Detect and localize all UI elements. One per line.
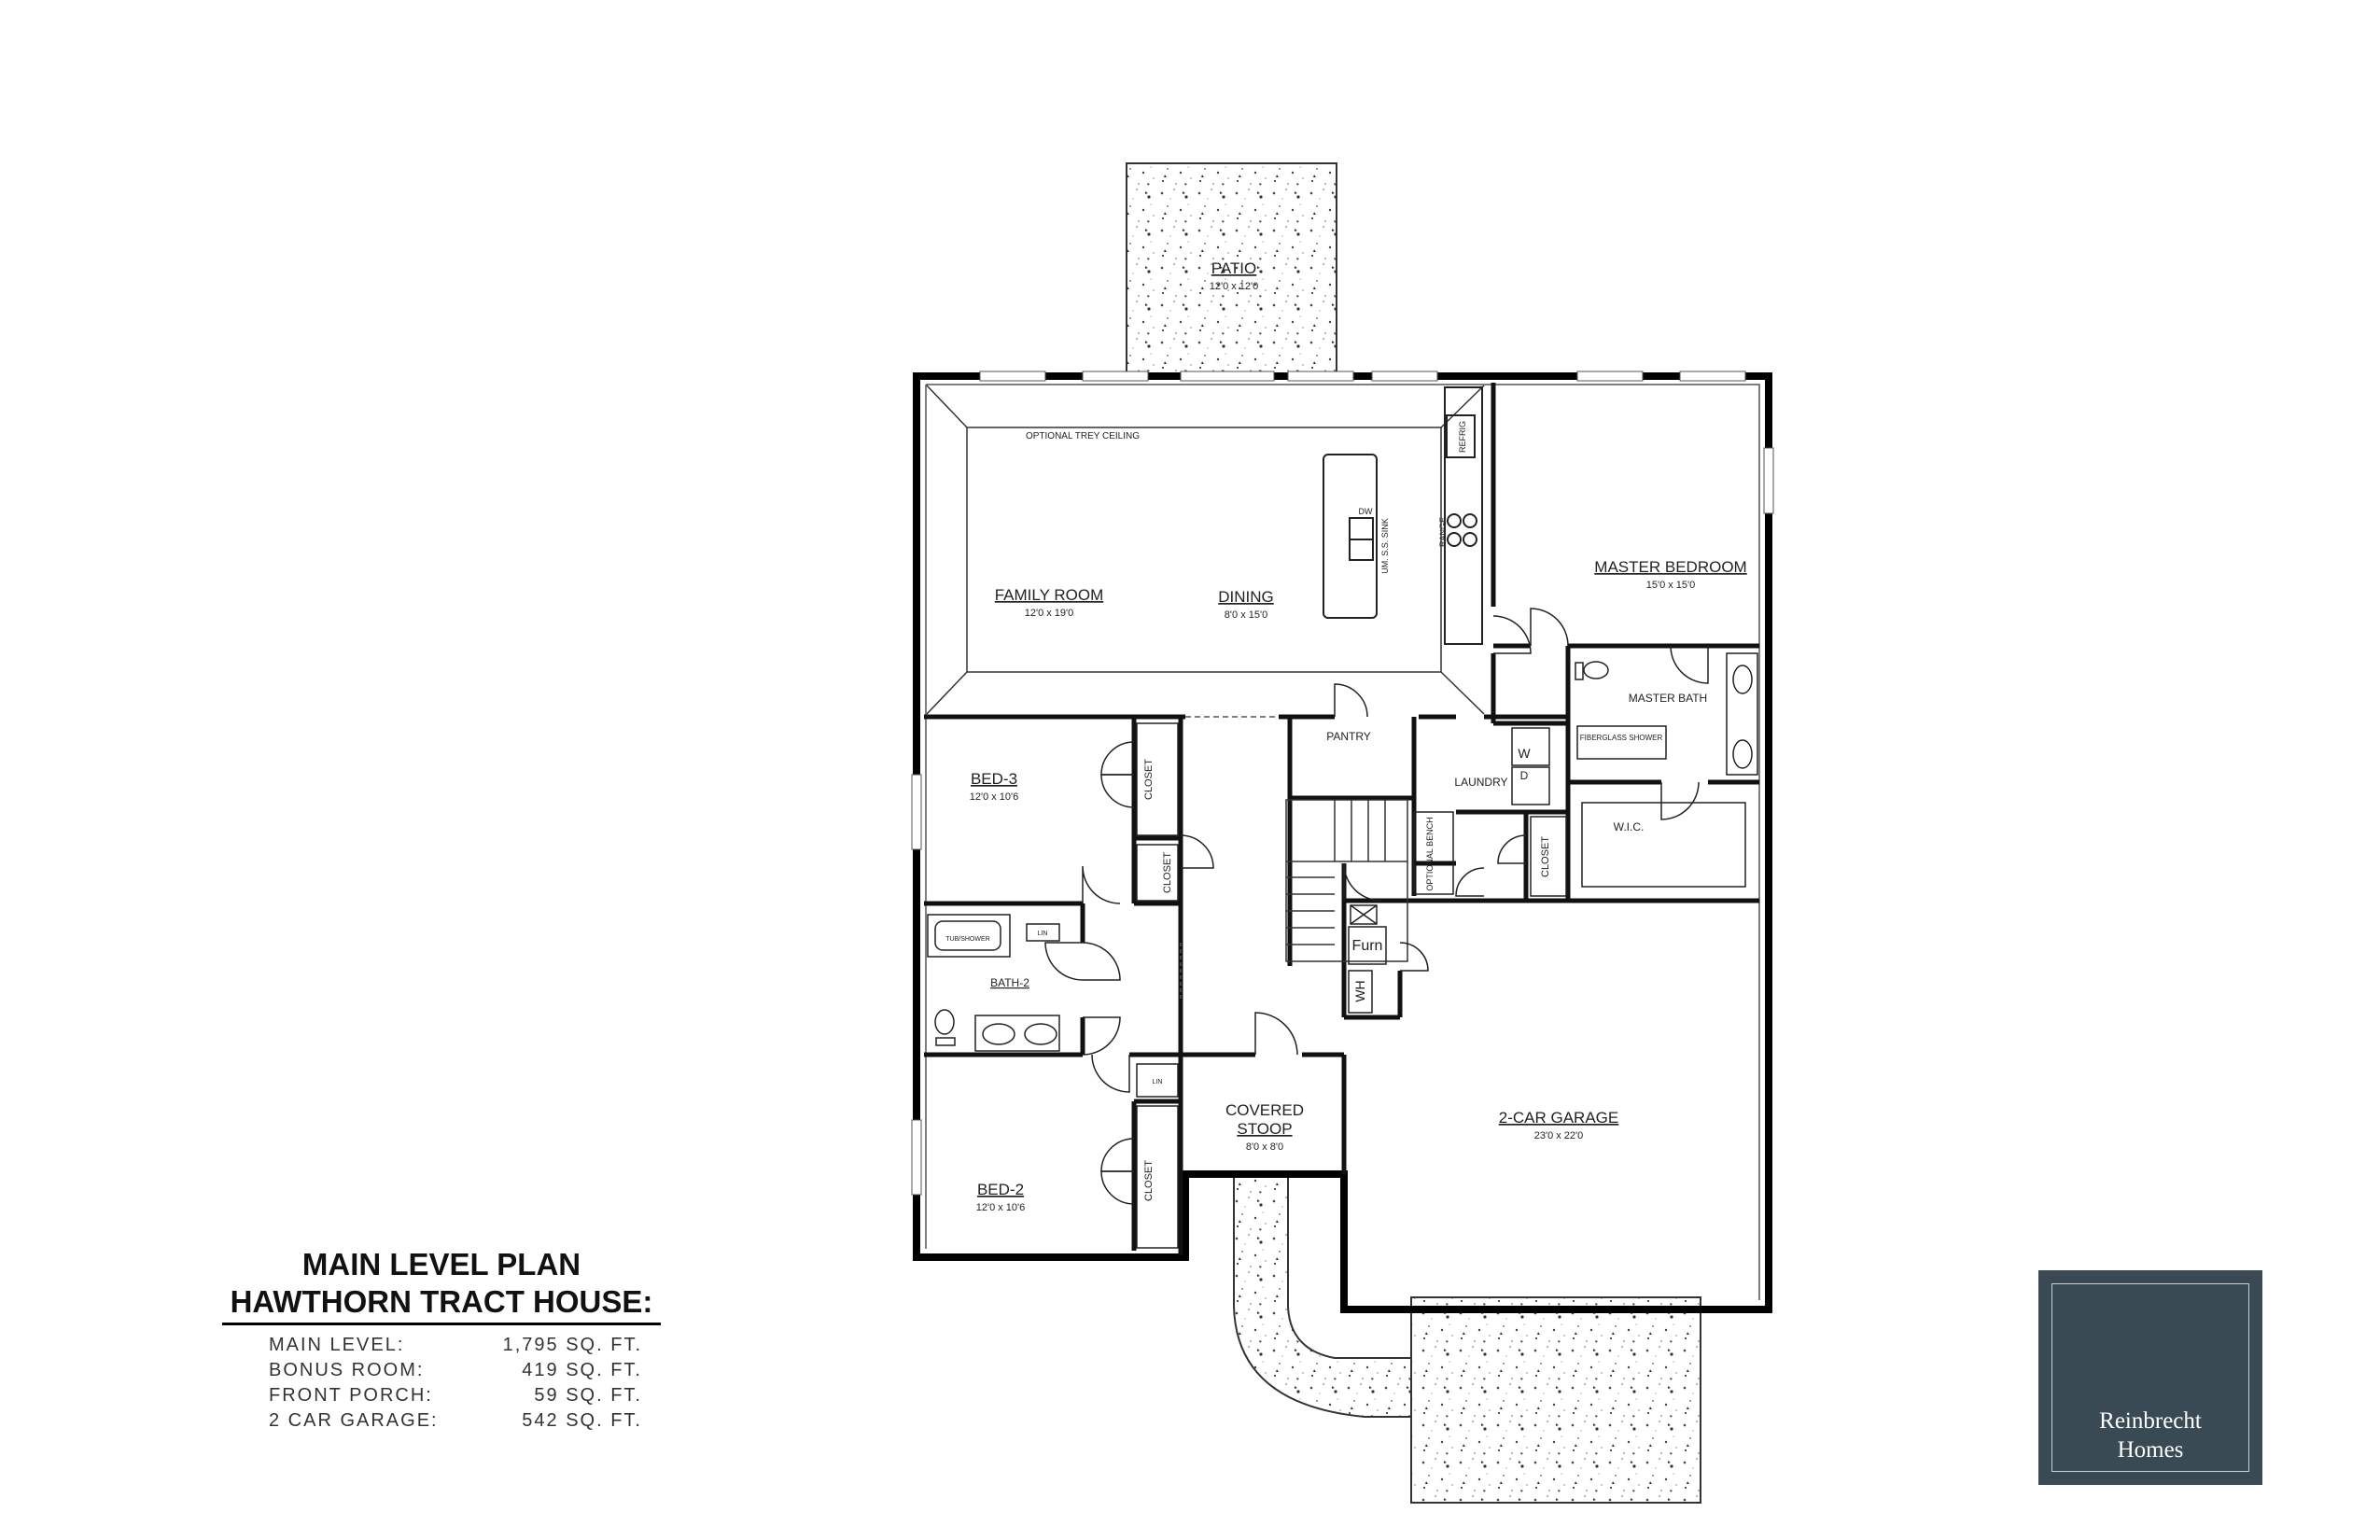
- patio-dims: 12'0 x 12'0: [1210, 281, 1259, 292]
- bath2-label: BATH-2: [990, 976, 1029, 989]
- laundry-label: LAUNDRY: [1454, 776, 1507, 789]
- family-room-dims: 12'0 x 19'0: [1025, 608, 1074, 619]
- dining-dims: 8'0 x 15'0: [1225, 609, 1267, 621]
- trey-ceiling: [926, 385, 1485, 715]
- walkway-slab: [1233, 1173, 1412, 1418]
- driveway-slab: [1410, 1296, 1701, 1504]
- master-bedroom-label: MASTER BEDROOM: [1594, 558, 1746, 576]
- room-labels: PATIO 12'0 x 12'0 OPTIONAL TREY CEILING …: [970, 259, 1747, 1213]
- area-label: MAIN LEVEL:: [269, 1335, 405, 1355]
- master-bath-fixtures: [1575, 652, 1758, 888]
- wic-shelf: [1581, 802, 1746, 888]
- closet-label-bed2: CLOSET: [1143, 1160, 1155, 1201]
- closet-label-hall: CLOSET: [1162, 852, 1173, 893]
- family-room-label: FAMILY ROOM: [995, 586, 1104, 604]
- dryer: [1511, 766, 1550, 805]
- bath2-toilet: [934, 1009, 955, 1035]
- dining-label: DINING: [1218, 588, 1274, 606]
- refrigerator: [1446, 414, 1476, 458]
- vanity: [974, 1015, 1060, 1052]
- master-sink-right: [1732, 739, 1753, 769]
- bench: [1413, 811, 1454, 895]
- area-table: MAIN LEVEL: 1,795 SQ. FT. BONUS ROOM: 41…: [269, 1333, 642, 1434]
- garage-label: 2-CAR GARAGE: [1499, 1109, 1618, 1127]
- area-label: FRONT PORCH:: [269, 1385, 433, 1406]
- windows: [911, 371, 1774, 1196]
- area-value: 59 SQ. FT.: [534, 1385, 642, 1406]
- closet-label-bed3: CLOSET: [1143, 759, 1155, 800]
- sink-label: UM. S.S. SINK: [1380, 518, 1390, 574]
- area-row: 2 CAR GARAGE: 542 SQ. FT.: [269, 1408, 642, 1434]
- bench-label: OPTIONAL BENCH: [1425, 817, 1435, 890]
- area-row: BONUS ROOM: 419 SQ. FT.: [269, 1358, 642, 1383]
- wic-label: W.I.C.: [1614, 820, 1645, 833]
- patio-slab: [1126, 162, 1337, 377]
- dw-label: DW: [1359, 507, 1373, 516]
- water-heater: [1348, 970, 1373, 1014]
- garage-dims: 23'0 x 22'0: [1534, 1130, 1584, 1141]
- laundry-fixtures: [1413, 727, 1550, 895]
- covered-stoop-dims: 8'0 x 8'0: [1246, 1141, 1283, 1153]
- logo-frame: [2051, 1283, 2249, 1472]
- pantry-label: PANTRY: [1326, 730, 1371, 743]
- area-label: 2 CAR GARAGE:: [269, 1410, 439, 1431]
- area-row: MAIN LEVEL: 1,795 SQ. FT.: [269, 1333, 642, 1358]
- area-value: 419 SQ. FT.: [522, 1360, 642, 1380]
- wh-label: WH: [1352, 980, 1367, 1001]
- fixture-labels: CLOSET CLOSET CLOSET CLOSET REFRIG RANGE…: [945, 421, 1662, 1201]
- area-label: BONUS ROOM:: [269, 1360, 425, 1380]
- area-value: 1,795 SQ. FT.: [502, 1335, 642, 1355]
- refrig-label: REFRIG: [1458, 421, 1467, 453]
- master-bath-label: MASTER BATH: [1629, 692, 1707, 705]
- linen-closet: [1026, 923, 1060, 942]
- linen-label-bed2: LIN: [1153, 1079, 1163, 1085]
- area-value: 542 SQ. FT.: [522, 1410, 642, 1431]
- range-burner: [1447, 513, 1462, 528]
- plan-title: MAIN LEVEL PLAN: [301, 1247, 581, 1281]
- master-sink-left: [1732, 665, 1753, 694]
- interior-walls: [924, 383, 1759, 1255]
- closet-label-laundry: CLOSET: [1540, 836, 1551, 877]
- logo-sub: Homes: [2117, 1437, 2184, 1463]
- washer-label: W: [1518, 746, 1531, 761]
- tub-shower: [927, 914, 1011, 958]
- tub-label: TUB/SHOWER: [945, 936, 989, 943]
- linen-label: LIN: [1038, 931, 1048, 937]
- bed2-dims: 12'0 x 10'6: [976, 1202, 1026, 1213]
- logo-brand: Reinbrecht: [2099, 1408, 2202, 1434]
- kitchen: [1323, 386, 1483, 645]
- master-toilet: [1583, 661, 1609, 679]
- mechanical: [1348, 904, 1387, 1014]
- covered-stoop-line2: STOOP: [1237, 1120, 1292, 1138]
- title-block: MAIN LEVEL PLAN HAWTHORN TRACT HOUSE: MA…: [222, 1246, 661, 1434]
- company-logo: Reinbrecht Homes: [2038, 1270, 2262, 1485]
- doors: [1044, 608, 1709, 1205]
- bath2-fixtures: [927, 914, 1060, 1052]
- bed2-label: BED-2: [977, 1181, 1024, 1198]
- master-shower: [1576, 725, 1667, 760]
- furn-label: Furn: [1352, 938, 1383, 954]
- kitchen-counter: [1444, 386, 1483, 645]
- stairs: [1285, 799, 1408, 962]
- patio-label: PATIO: [1211, 259, 1257, 277]
- master-bedroom-dims: 15'0 x 15'0: [1646, 580, 1696, 591]
- dryer-label: D: [1520, 769, 1529, 782]
- bed3-dims: 12'0 x 10'6: [970, 791, 1019, 803]
- furnace: [1348, 926, 1387, 965]
- range-label: RANGE: [1438, 517, 1448, 547]
- closets: [1136, 722, 1567, 1249]
- shower-label: FIBERGLASS SHOWER: [1580, 734, 1663, 742]
- washer: [1511, 727, 1550, 766]
- kitchen-island: [1323, 454, 1378, 619]
- bed3-label: BED-3: [971, 770, 1017, 788]
- covered-stoop-line1: COVERED: [1225, 1101, 1304, 1119]
- trey-ceiling-label: OPTIONAL TREY CEILING: [1026, 431, 1140, 441]
- area-row: FRONT PORCH: 59 SQ. FT.: [269, 1383, 642, 1408]
- house-name: HAWTHORN TRACT HOUSE:: [222, 1283, 661, 1325]
